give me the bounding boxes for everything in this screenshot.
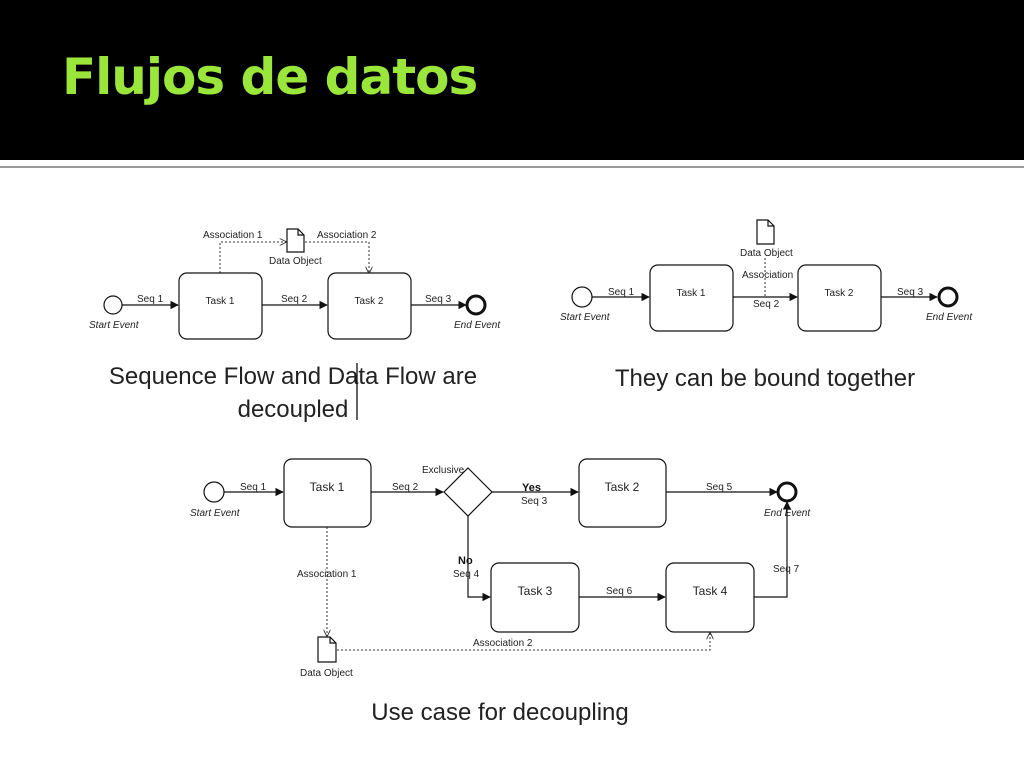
task-1-label: Task 1	[677, 288, 706, 299]
start-event-label: Start Event	[560, 312, 611, 323]
data-object-icon	[317, 636, 337, 663]
task-1-box	[649, 264, 734, 332]
caption-decoupled-line2: decoupled	[238, 396, 349, 423]
seq-2-label: Seq 2	[281, 294, 308, 305]
diagram-use-case: Start Event Seq 1 Task 1 Seq 2 Exclusive…	[190, 458, 811, 726]
task-2-box	[797, 264, 882, 332]
no-label: No	[458, 555, 473, 567]
task-4-label: Task 4	[693, 584, 728, 598]
seq-5-label: Seq 5	[706, 482, 733, 493]
seq-7-label: Seq 7	[773, 564, 800, 575]
task-1-label: Task 1	[206, 296, 235, 307]
association-1-label: Association 1	[203, 230, 263, 241]
end-event	[465, 294, 487, 316]
start-event	[571, 286, 593, 308]
seq-1-label: Seq 1	[240, 482, 267, 493]
data-object-label: Data Object	[740, 248, 793, 259]
start-event-label: Start Event	[89, 320, 140, 331]
end-event-label: End Event	[926, 312, 973, 323]
association-label: Association	[742, 270, 793, 281]
exclusive-label: Exclusive	[422, 465, 465, 476]
task-3-label: Task 3	[518, 584, 553, 598]
seq-6-label: Seq 6	[606, 586, 633, 597]
association-1-label: Association 1	[297, 569, 357, 580]
slide-header	[0, 0, 1024, 160]
end-event-label: End Event	[764, 508, 811, 519]
data-object-label: Data Object	[269, 256, 322, 267]
seq-3-label: Seq 3	[897, 287, 924, 298]
task-2-label: Task 2	[825, 288, 854, 299]
header-rule-gray	[0, 166, 1024, 168]
data-object-icon	[756, 219, 775, 245]
diagram-decoupled: Data Object Association 1 Association 2 …	[89, 228, 501, 423]
task-2-box	[578, 458, 667, 528]
start-event	[203, 481, 225, 503]
slide-title: Flujos de datos	[62, 48, 478, 106]
start-event	[103, 295, 123, 315]
association-2-label: Association 2	[473, 638, 533, 649]
caption-use-case: Use case for decoupling	[371, 699, 628, 726]
end-event-label: End Event	[454, 320, 501, 331]
association-2-label: Association 2	[317, 230, 377, 241]
seq-2-label: Seq 2	[753, 299, 780, 310]
task-1-label: Task 1	[310, 480, 345, 494]
association-2-line	[305, 241, 369, 273]
task-2-label: Task 2	[355, 296, 384, 307]
caption-bound-together: They can be bound together	[615, 365, 915, 392]
task-2-label: Task 2	[605, 480, 640, 494]
start-event-label: Start Event	[190, 508, 241, 519]
seq-3-label: Seq 3	[425, 294, 452, 305]
seq-1-label: Seq 1	[137, 294, 164, 305]
diagram-bound-together: Data Object Association Start Event Seq …	[560, 219, 973, 392]
end-event	[937, 286, 959, 308]
association-2-line	[337, 633, 710, 651]
seq-4-flow	[467, 516, 491, 602]
seq-3-label: Seq 3	[521, 496, 548, 507]
seq-2-label: Seq 2	[392, 482, 419, 493]
end-event	[776, 481, 798, 503]
header-rule-white	[0, 160, 1024, 164]
task-1-box	[178, 272, 263, 340]
seq-4-label: Seq 4	[453, 569, 480, 580]
seq-7-flow	[754, 501, 792, 598]
yes-label: Yes	[522, 482, 541, 494]
seq-1-label: Seq 1	[608, 287, 635, 298]
caption-decoupled-line1: Sequence Flow and Data Flow are	[109, 363, 477, 390]
data-object-icon	[286, 228, 305, 253]
data-object-label: Data Object	[300, 668, 353, 679]
task-2-box	[327, 272, 412, 340]
